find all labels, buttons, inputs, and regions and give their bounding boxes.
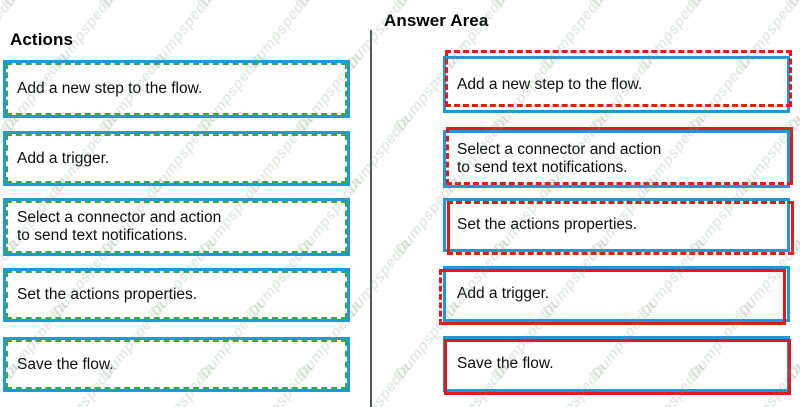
action-option-label: Select a connector and action to send te… [17, 209, 222, 244]
answer-option-label: Add a new step to the flow. [457, 75, 643, 93]
action-option-label: Add a new step to the flow. [17, 80, 203, 97]
action-option-label: Save the flow. [17, 355, 114, 373]
actions-pane: Actions Add a new step to the flow. Add a… [0, 0, 370, 407]
answer-area-heading: Answer Area [384, 11, 489, 30]
action-option-box[interactable]: Add a new step to the flow. [3, 60, 350, 118]
action-option-box[interactable]: Set the actions properties. [3, 268, 350, 322]
answer-option-box[interactable]: Set the actions properties. [443, 198, 790, 252]
answer-option-box[interactable]: Add a new step to the flow. [443, 56, 790, 113]
action-option-box[interactable]: Add a trigger. [3, 131, 350, 186]
answer-option-box[interactable]: Add a trigger. [443, 266, 790, 322]
action-option-label: Add a trigger. [17, 149, 110, 167]
answer-option-box[interactable]: Save the flow. [443, 336, 790, 392]
answer-option-box[interactable]: Select a connector and action to send te… [443, 130, 790, 188]
column-divider [370, 30, 372, 407]
answer-option-label: Select a connector and action to send te… [457, 141, 662, 176]
action-option-label: Set the actions properties. [17, 286, 198, 303]
answer-area-pane: Answer Area Add a new step to the flow. S… [372, 0, 800, 407]
answer-option-label: Save the flow. [457, 355, 554, 372]
action-option-box[interactable]: Select a connector and action to send te… [3, 198, 350, 256]
answer-option-label: Add a trigger. [457, 285, 550, 302]
answer-option-label: Set the actions properties. [457, 216, 638, 233]
action-option-box[interactable]: Save the flow. [3, 337, 350, 392]
actions-heading: Actions [10, 30, 74, 49]
